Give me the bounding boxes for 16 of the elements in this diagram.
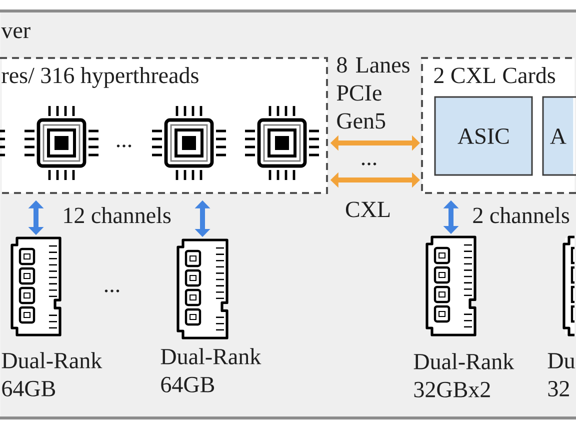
group-title: res/ 316 hyperthreads	[2, 67, 198, 88]
module-caption: Dual-Rank 64GB	[2, 352, 102, 396]
ellipsis: ...	[104, 290, 120, 292]
module-caption: Dual-Rank 32GBx2	[414, 353, 514, 398]
card-box: ASIC	[434, 96, 533, 176]
bus-label: CXL	[346, 202, 390, 218]
group-title: 2 CXL Cards	[434, 67, 556, 84]
frame-title: ver	[1, 27, 30, 38]
card-box: A	[542, 96, 576, 176]
module-caption: Dual-Rank 64GB	[160, 348, 262, 392]
channel-label: 12 channels	[64, 207, 171, 224]
link-label: 8 Lanes PCIe Gen5	[336, 57, 410, 129]
channel-label: 2 channels	[473, 207, 570, 224]
ellipsis: ...	[116, 144, 132, 148]
ellipsis: ...	[362, 162, 376, 166]
module-caption: Du 32	[548, 353, 575, 396]
